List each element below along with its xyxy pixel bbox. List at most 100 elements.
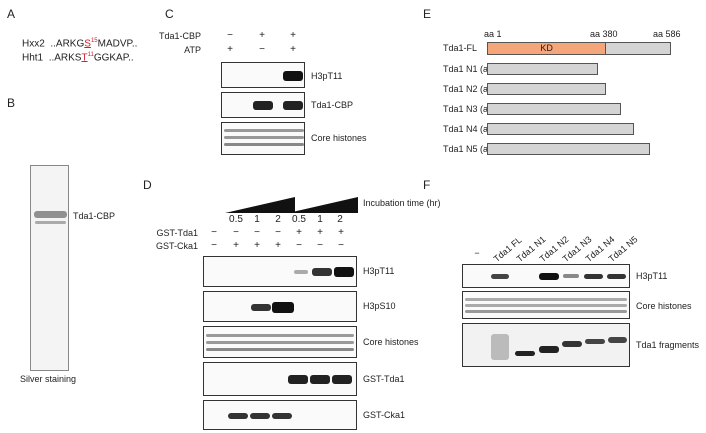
row-label-gst-cka1: GST-Cka1 [155, 241, 198, 251]
blot-band [465, 310, 627, 313]
seq-name: Hxx2 [22, 38, 45, 50]
sign: + [317, 227, 323, 238]
sign: − [233, 227, 239, 238]
blot-d-h3ps10 [203, 291, 357, 322]
tick-label: aa 586 [653, 29, 681, 39]
time-gradient-wedge [288, 197, 358, 213]
sign: − [254, 227, 260, 238]
time-label: 2 [275, 214, 281, 225]
blot-d-gst-tda1 [203, 362, 357, 396]
panel-label-b: B [7, 96, 16, 110]
kinase-domain-label: KD [540, 43, 553, 53]
blot-label: Core histones [363, 337, 419, 347]
construct-bar-n5 [487, 143, 651, 155]
construct-label: Tda1 N3 (aa 1-426) [443, 104, 522, 114]
blot-band [253, 101, 273, 110]
row-label-gst-tda1: GST-Tda1 [156, 228, 198, 238]
full-length-tail-bar [605, 42, 671, 55]
blot-band [283, 101, 303, 110]
time-label: 0.5 [229, 214, 243, 225]
blot-band [539, 346, 559, 353]
kinase-domain-bar: KD [487, 42, 607, 55]
sign: − [275, 227, 281, 238]
sign: − [338, 240, 344, 251]
construct-label: Tda1 N1 (aa 1-353) [443, 64, 522, 74]
blot-d-gst-cka1 [203, 400, 357, 430]
seq-site-number: 11 [87, 52, 94, 58]
blot-band [334, 267, 354, 277]
panel-label-e: E [423, 7, 432, 21]
blot-c-tda1-cbp [221, 92, 305, 118]
panel-label-c: C [165, 7, 174, 21]
sign: + [259, 30, 265, 41]
panel-label-f: F [423, 178, 431, 192]
blot-band [465, 298, 627, 301]
blot-band [312, 268, 332, 276]
time-gradient-wedge [225, 197, 295, 213]
blot-label: Core histones [311, 133, 367, 143]
blot-label: GST-Cka1 [363, 410, 406, 420]
construct-label: Tda1 N5 (aa 1-520) [443, 144, 522, 154]
blot-c-core-histones [221, 122, 305, 155]
construct-label: Tda1 N2 (aa 1-380) [443, 84, 522, 94]
blot-band [563, 274, 579, 278]
blot-band [491, 274, 509, 279]
tick-label: aa 380 [590, 29, 618, 39]
blot-band [562, 341, 582, 347]
blot-band [272, 302, 294, 313]
blot-band [310, 375, 330, 384]
sign: + [290, 30, 296, 41]
tick-label: aa 1 [484, 29, 502, 39]
panel-label-a: A [7, 7, 16, 21]
seq-row-hht1: Hht1 ..ARKST11GGKAP.. [22, 52, 134, 63]
lane-label: − [474, 248, 480, 258]
blot-label: Tda1 fragments [636, 340, 700, 350]
blot-label: H3pS10 [363, 301, 396, 311]
blot-band [206, 334, 354, 337]
time-label: 0.5 [292, 214, 306, 225]
blot-label: Tda1-CBP [311, 100, 354, 110]
time-label: 1 [317, 214, 323, 225]
seq-pre: ..ARKG [50, 38, 85, 50]
blot-band [250, 413, 270, 419]
panel-label-d: D [143, 178, 152, 192]
blot-band [224, 129, 304, 132]
blot-band [206, 348, 354, 351]
sign: + [296, 227, 302, 238]
construct-bar-n1 [487, 63, 598, 75]
seq-post: GGKAP.. [93, 52, 134, 64]
blot-band [585, 339, 605, 344]
sign: + [338, 227, 344, 238]
blot-band [283, 71, 303, 81]
seq-site-number: 15 [90, 38, 98, 44]
sign: − [227, 30, 233, 41]
seq-pre: ..ARKS [48, 52, 82, 64]
sign: + [254, 240, 260, 251]
time-label: 1 [254, 214, 260, 225]
row-label-tda1-cbp: Tda1-CBP [158, 31, 201, 41]
sign: + [275, 240, 281, 251]
blot-d-core-histones [203, 326, 357, 358]
seq-post: MADVP.. [97, 38, 138, 50]
gel-band [35, 221, 66, 224]
blot-label: GST-Tda1 [363, 374, 405, 384]
blot-band [224, 143, 304, 146]
band-label: Tda1-CBP [73, 211, 116, 221]
blot-band [206, 341, 354, 344]
blot-c-h3pt11 [221, 62, 305, 88]
blot-band [584, 274, 603, 279]
blot-d-h3pt11 [203, 256, 357, 287]
sign: − [296, 240, 302, 251]
row-label-atp: ATP [184, 45, 201, 55]
blot-band [272, 413, 292, 419]
sign: + [227, 44, 233, 55]
construct-bar-n3 [487, 103, 621, 115]
blot-f-h3pt11 [462, 264, 630, 288]
blot-label: H3pT11 [311, 71, 343, 81]
blot-f-core-histones [462, 291, 630, 319]
blot-band [539, 273, 559, 280]
blot-band [228, 413, 248, 419]
blot-label: Core histones [636, 301, 692, 311]
blot-band [491, 334, 509, 360]
blot-band [224, 136, 304, 139]
